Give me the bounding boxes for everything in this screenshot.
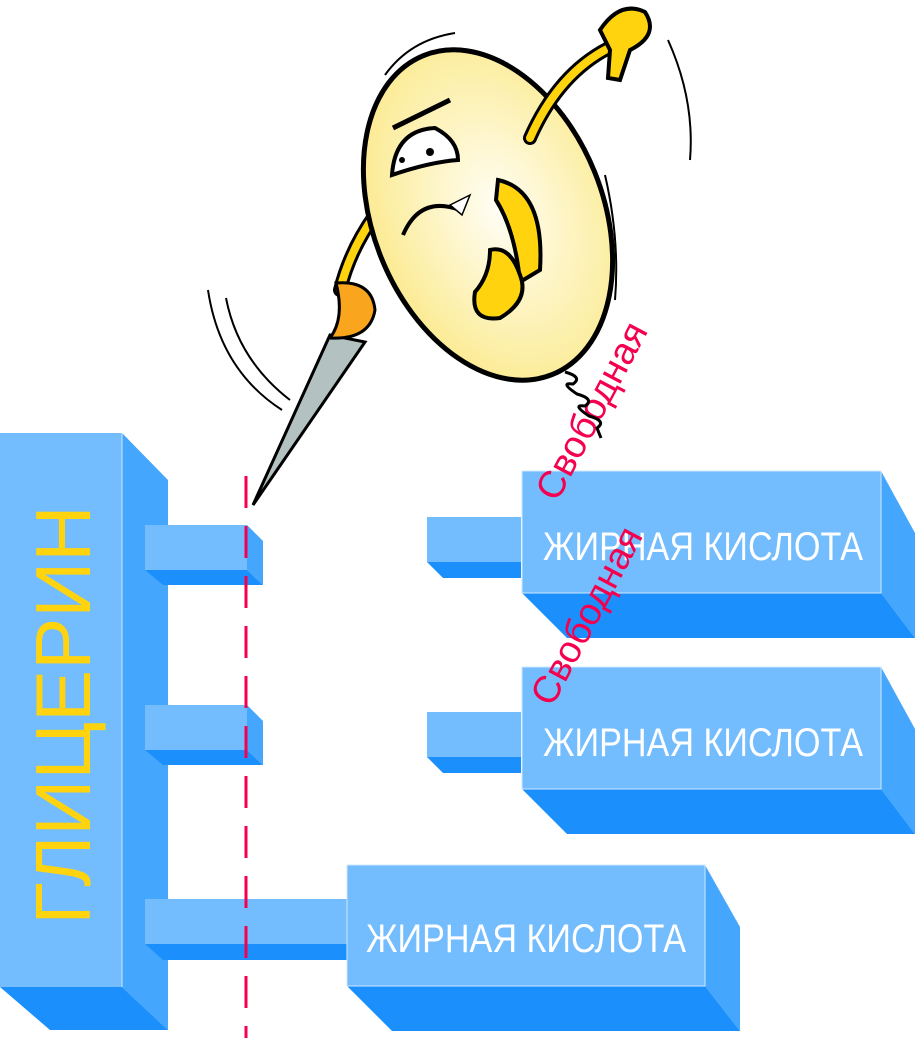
glycerol-label: ГЛИЦЕРИН	[19, 505, 107, 924]
glycerol-block: ГЛИЦЕРИН	[0, 433, 168, 1030]
lipase-egg-character-with-knife-icon	[207, 6, 692, 506]
ester-bond-stub-2	[145, 705, 263, 765]
fatty-acid-block-1: ЖИРНАЯ КИСЛОТА	[427, 470, 915, 638]
fatty-acid-label-1: ЖИРНАЯ КИСЛОТА	[543, 525, 863, 569]
fatty-acid-label-3: ЖИРНАЯ КИСЛОТА	[366, 917, 686, 961]
ester-bond-stub-1	[145, 525, 263, 585]
fatty-acid-block-2: ЖИРНАЯ КИСЛОТА	[427, 666, 915, 834]
fatty-acid-label-2: ЖИРНАЯ КИСЛОТА	[543, 721, 863, 765]
fatty-acid-block-3: ЖИРНАЯ КИСЛОТА	[346, 864, 740, 1031]
